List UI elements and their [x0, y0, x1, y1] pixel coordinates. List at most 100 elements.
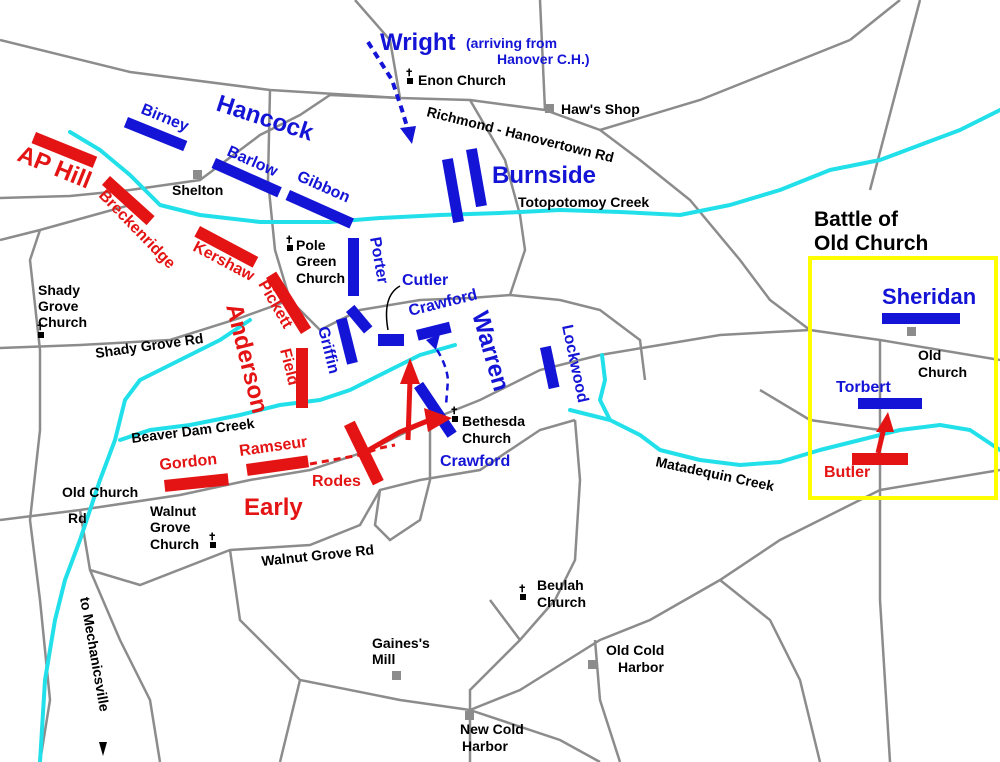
unit-torbert-block — [858, 398, 922, 409]
label-old-church-2: Church — [918, 364, 967, 380]
rodes-attack-route — [358, 417, 431, 458]
creek-beaver-dam — [38, 318, 252, 762]
label-walnut-grove-1: Walnut — [150, 503, 196, 519]
unit-breckenridge-block — [101, 176, 155, 226]
shelton-marker — [193, 170, 202, 179]
label-old-church-rd-2: Rd — [68, 510, 87, 526]
label-bethesda-1: Bethesda — [462, 413, 525, 429]
unit-rodes: Rodes — [312, 473, 361, 490]
unit-gordon: Gordon — [159, 451, 218, 474]
unit-ap-hill-block — [31, 132, 98, 168]
road-old-church-south — [878, 340, 892, 762]
svg-text:✝: ✝ — [208, 532, 216, 543]
road-sw — [88, 569, 162, 762]
road-shady-grove — [0, 298, 291, 350]
unit-gibbon-block — [285, 190, 354, 229]
label-shady-grove-1: Shady — [38, 282, 80, 298]
unit-butler-block — [852, 453, 908, 465]
label-beulah-1: Beulah — [537, 577, 584, 593]
church-icon: ✝ — [518, 584, 526, 600]
road-center — [319, 293, 647, 381]
label-new-cold-harbor-2: Harbor — [462, 738, 508, 754]
unit-wright-note-2: Hanover C.H.) — [497, 51, 590, 67]
svg-text:✝: ✝ — [450, 406, 458, 417]
north-attack-arrowhead — [400, 358, 420, 384]
svg-text:✝: ✝ — [36, 322, 44, 333]
label-walnut-grove-rd: Walnut Grove Rd — [261, 541, 375, 569]
unit-crawford-bottom-block — [414, 381, 457, 438]
label-haws-shop: Haw's Shop — [561, 101, 640, 117]
road-west-mid — [0, 203, 131, 242]
unit-wright: Wright — [380, 29, 456, 56]
unit-torbert: Torbert — [836, 379, 891, 396]
road-walnut-grove — [78, 418, 576, 587]
creek-beaver-dam-branch — [118, 343, 457, 442]
road-shelton — [129, 93, 401, 192]
label-walnut-grove-3: Church — [150, 536, 199, 552]
label-gaines-2: Mill — [372, 651, 395, 667]
creek-matadequin-branch — [598, 353, 612, 422]
unit-sheridan: Sheridan — [882, 284, 976, 309]
unit-warren: Warren — [466, 308, 515, 394]
label-gaines-1: Gaines's — [372, 635, 430, 651]
unit-crawford-bottom: Crawford — [440, 453, 510, 470]
creeks — [38, 108, 1000, 762]
label-totopotomoy: Totopotomoy Creek — [518, 194, 649, 210]
inset-title-line1: Battle of — [814, 208, 899, 231]
label-old-church-1: Old — [918, 347, 941, 363]
unit-wright-note-1: (arriving from — [466, 35, 557, 51]
road-northeast-2 — [599, 38, 851, 132]
road-se-1 — [719, 579, 822, 762]
unit-burnside: Burnside — [492, 162, 596, 189]
svg-text:✝: ✝ — [518, 584, 526, 595]
unit-porter: Porter — [366, 236, 391, 285]
unit-griffin-flank-block — [346, 304, 373, 334]
creek-totopotomoy — [68, 108, 1000, 224]
unit-sheridan-block — [882, 313, 960, 324]
unit-ramseur: Ramseur — [238, 434, 308, 460]
unit-cutler: Cutler — [402, 272, 448, 289]
cutler-leader-line — [385, 285, 401, 331]
road-richmond-hanovertown — [0, 38, 1000, 362]
road-labels: Richmond - Hanovertown Rd Shady Grove Rd… — [62, 103, 776, 713]
unit-pickett-block — [266, 271, 312, 334]
label-pole-green-2: Green — [296, 253, 336, 269]
mechanicsville-arrowhead — [99, 742, 107, 756]
unit-porter-block — [348, 238, 359, 296]
place-labels: Enon Church Haw's Shop Shelton Pole Gree… — [38, 72, 967, 754]
unit-barlow-block — [211, 158, 282, 198]
road-north-fork — [354, 0, 402, 99]
gaines-mill-marker — [392, 671, 401, 680]
unit-kershaw-block — [194, 226, 259, 268]
label-shady-grove-2: Grove — [38, 298, 79, 314]
unit-burnside-block-1 — [442, 158, 464, 224]
label-walnut-grove-2: Grove — [150, 519, 191, 535]
rodes-attack-arrowhead — [424, 408, 452, 432]
butler-attack-arrowhead — [876, 412, 894, 432]
north-attack-route — [405, 379, 413, 441]
new-cold-harbor-marker — [465, 711, 474, 720]
label-shady-grove-3: Church — [38, 314, 87, 330]
church-icon: ✝ — [450, 406, 458, 422]
label-matadequin: Matadequin Creek — [654, 453, 775, 494]
unit-hancock: Hancock — [213, 90, 317, 147]
label-bethesda-2: Church — [462, 430, 511, 446]
label-shelton: Shelton — [172, 182, 223, 198]
unit-birney-block — [123, 116, 188, 152]
unit-anderson: Anderson — [220, 301, 273, 416]
wright-arrowhead — [400, 126, 416, 144]
road-gaines-west — [278, 679, 302, 762]
svg-text:✝: ✝ — [285, 235, 293, 246]
unit-field-block — [296, 348, 308, 408]
road-rodes-south — [373, 420, 432, 542]
place-markers: ✝ ✝ ✝ ✝ ✝ ✝ — [36, 68, 916, 720]
old-church-marker — [907, 327, 916, 336]
label-enon-church: Enon Church — [418, 72, 506, 88]
label-pole-green-3: Church — [296, 270, 345, 286]
unit-breckenridge: Breckenridge — [95, 187, 178, 272]
butler-attack-route — [875, 427, 887, 454]
unit-cutler-block — [378, 334, 404, 346]
label-new-cold-harbor-1: New Cold — [460, 721, 524, 737]
road-haws-loop — [468, 99, 527, 296]
road-new-cold-harbor-east — [469, 708, 601, 762]
